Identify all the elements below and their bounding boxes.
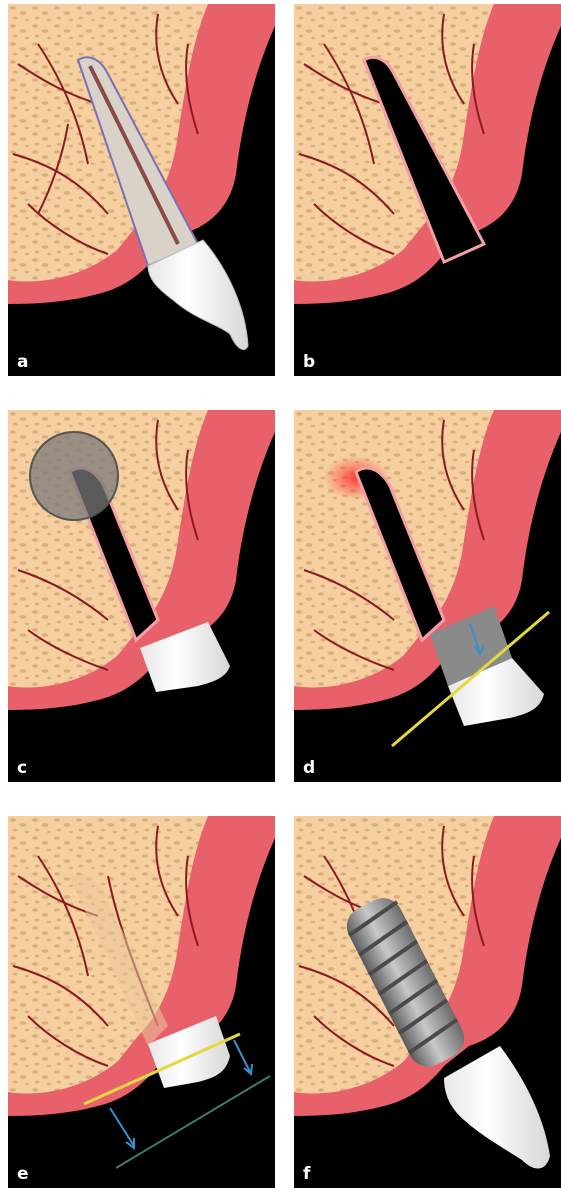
panel-c-illustration <box>8 410 275 782</box>
panel-b-illustration <box>294 4 561 376</box>
panel-f: f <box>294 816 561 1188</box>
panel-d-illustration <box>294 410 561 782</box>
panel-f-illustration <box>294 816 561 1188</box>
apical-circle-overlay <box>30 432 118 520</box>
panel-label: d <box>303 760 315 777</box>
panel-e: e <box>8 816 275 1188</box>
panel-a: a <box>8 4 275 376</box>
panel-label: a <box>17 354 28 371</box>
resorption-line <box>116 1076 270 1168</box>
panel-e-illustration <box>8 816 275 1188</box>
panel-label: c <box>17 760 27 777</box>
panel-d: d <box>294 410 561 782</box>
panel-c: c <box>8 410 275 782</box>
resorption-arrow-right <box>234 1040 252 1074</box>
panel-label: e <box>17 1166 29 1183</box>
panel-b: b <box>294 4 561 376</box>
panel-a-illustration <box>8 4 275 376</box>
implant-crown <box>444 1046 550 1169</box>
panel-label: b <box>303 354 315 371</box>
resorption-arrow-left <box>110 1108 134 1148</box>
panel-label: f <box>303 1166 310 1183</box>
